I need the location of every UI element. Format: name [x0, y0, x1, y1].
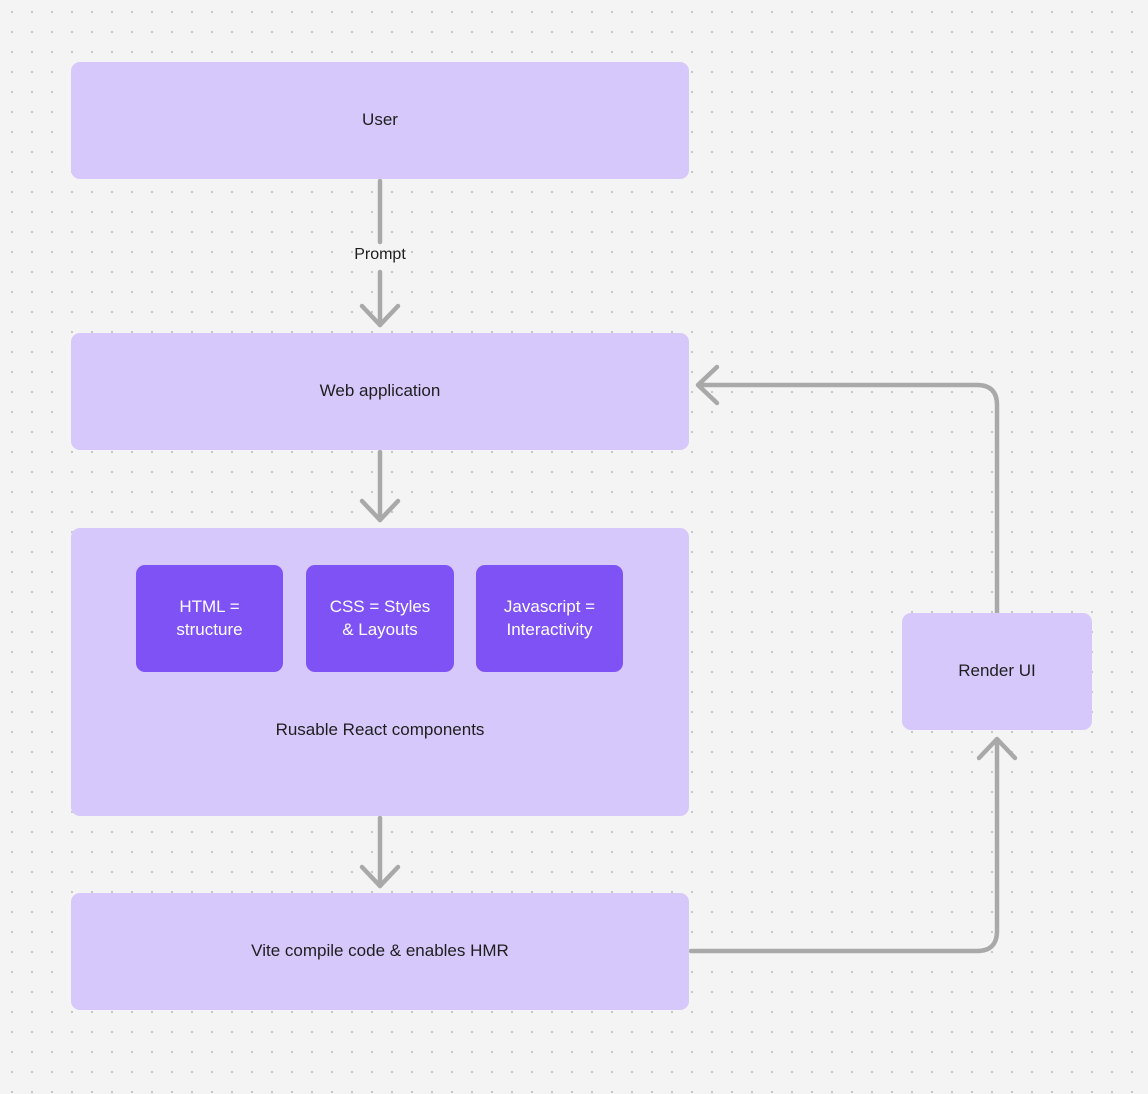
edge-label-prompt: Prompt [330, 246, 430, 264]
arrowhead-vite-to-render [976, 736, 1018, 761]
node-user-label: User [362, 110, 398, 130]
arrowhead-components-to-vite [359, 864, 401, 889]
node-vite[interactable]: Vite compile code & enables HMR [71, 893, 689, 1010]
node-user[interactable]: User [71, 62, 689, 179]
node-css-label-line2: & Layouts [342, 619, 418, 639]
arrowhead-web-to-components [359, 498, 401, 523]
node-components-group-label: Rusable React components [275, 720, 485, 739]
arrowhead-render-to-web [695, 364, 720, 406]
node-web-application-label: Web application [319, 381, 441, 401]
node-html-label-line1: HTML = [179, 596, 240, 616]
node-web-application[interactable]: Web application [71, 333, 689, 450]
edge-render-to-web [696, 382, 1000, 616]
node-html[interactable]: HTML = structure [136, 565, 283, 672]
node-render-ui[interactable]: Render UI [902, 613, 1092, 730]
node-javascript-label-line1: Javascript = [503, 596, 596, 616]
node-render-ui-label: Render UI [958, 661, 1036, 681]
edge-vite-to-render [688, 737, 1000, 954]
node-vite-label: Vite compile code & enables HMR [251, 941, 509, 961]
node-javascript[interactable]: Javascript = Interactivity [476, 565, 623, 672]
node-components-group-caption: Rusable React components [71, 720, 689, 740]
arrowhead-user-to-web [359, 303, 401, 328]
node-css[interactable]: CSS = Styles & Layouts [306, 565, 454, 672]
edge-label-prompt-text: Prompt [354, 246, 406, 263]
node-javascript-label-line2: Interactivity [506, 619, 593, 639]
node-css-label-line1: CSS = Styles [329, 596, 431, 616]
node-html-label-line2: structure [176, 619, 243, 639]
